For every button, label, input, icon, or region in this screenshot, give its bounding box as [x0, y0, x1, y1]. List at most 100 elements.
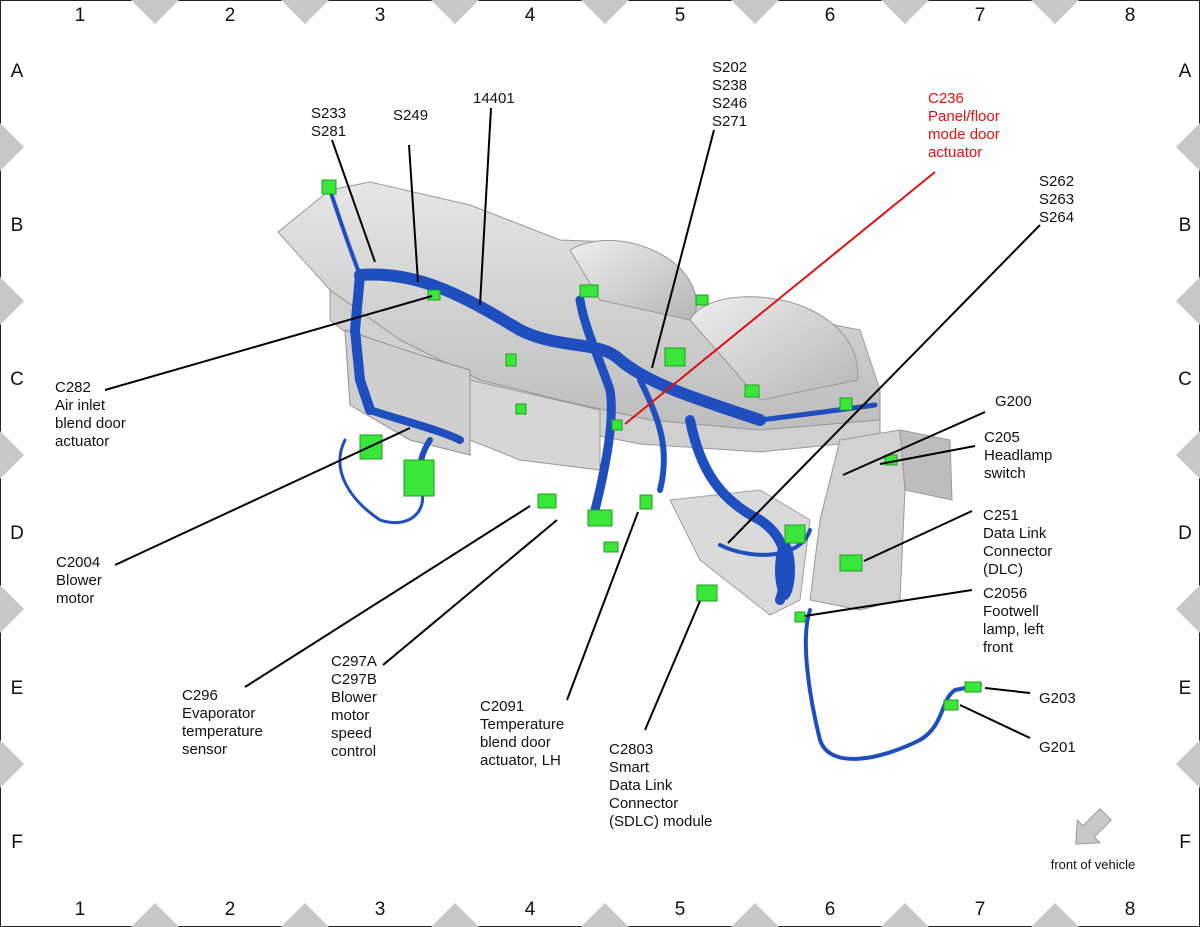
leader-c251	[863, 510, 973, 562]
callout-c205-line: C205	[984, 429, 1020, 446]
callout-s249-line: S249	[393, 107, 428, 124]
callout-c2091-line: actuator, LH	[480, 752, 561, 769]
callout-s202-line: S202	[712, 59, 747, 76]
leader-s262	[727, 224, 1041, 544]
callout-c2004-line: C2004	[56, 554, 100, 571]
leader-14401	[479, 107, 492, 306]
wiring-harness	[328, 188, 982, 761]
callout-s249: S249	[393, 107, 428, 124]
callout-c205-line: switch	[984, 465, 1026, 482]
grid-col-bottom-6: 6	[825, 899, 836, 920]
grid-row-left-A: A	[11, 61, 24, 82]
leader-s202	[651, 129, 715, 369]
callout-c2091-line: C2091	[480, 698, 524, 715]
grid-marker-left-1	[0, 277, 24, 325]
grid-marker-bottom-2	[431, 903, 479, 927]
grid-col-bottom-2: 2	[225, 899, 236, 920]
callout-s233-line: S281	[311, 123, 346, 140]
callout-c236-line: actuator	[928, 144, 982, 161]
grid-row-right-A: A	[1179, 61, 1192, 82]
leader-c296	[244, 505, 531, 688]
grid-marker-right-3	[1176, 585, 1200, 633]
grid-col-bottom-4: 4	[525, 899, 536, 920]
connector-radio	[744, 384, 760, 398]
hvac-housing	[469, 379, 601, 471]
grid-row-left-E: E	[11, 678, 24, 699]
grid-marker-right-0	[1176, 123, 1200, 171]
grid-row-right-C: C	[1178, 369, 1192, 390]
callout-c282-line: Air inlet	[55, 397, 106, 414]
callout-g203: G203	[1039, 690, 1076, 707]
connector-s202	[579, 284, 599, 298]
connector-g203	[964, 681, 982, 693]
callout-c251-line: Data Link	[983, 525, 1047, 542]
leader-s249	[408, 144, 419, 283]
callout-c282-line: actuator	[55, 433, 109, 450]
connector-c2056	[794, 611, 806, 623]
grid-marker-top-6	[1031, 0, 1079, 24]
connector-lower	[603, 541, 619, 553]
harness-footwell-tail	[803, 608, 982, 761]
callout-c2803-line: Connector	[609, 795, 678, 812]
grid-row-left-F: F	[11, 832, 23, 853]
callout-c296-line: sensor	[182, 741, 227, 758]
callout-s262-line: S263	[1039, 191, 1074, 208]
callout-c2056-line: Footwell	[983, 603, 1039, 620]
connector-c251	[839, 554, 863, 572]
leader-lines	[104, 107, 1041, 739]
callout-c2091-line: Temperature	[480, 716, 564, 733]
connector-g201	[943, 699, 959, 711]
leader-c2056	[804, 589, 973, 617]
callout-c2056-line: C2056	[983, 585, 1027, 602]
grid-marker-bottom-1	[281, 903, 329, 927]
hvac-box	[344, 329, 471, 456]
leader-g201	[959, 704, 1031, 739]
callout-c236-line: mode door	[928, 126, 1000, 143]
callout-c297-line: control	[331, 743, 376, 760]
grid-marker-top-0	[131, 0, 179, 24]
leader-c282	[104, 295, 433, 391]
callout-c251-line: C251	[983, 507, 1019, 524]
grid-row-left-C: C	[10, 369, 24, 390]
callout-c2803-line: C2803	[609, 741, 653, 758]
callout-g200-line: G200	[995, 393, 1032, 410]
connector-c297	[587, 509, 613, 527]
grid-marker-left-4	[0, 740, 24, 788]
connector-mid	[515, 403, 527, 415]
leader-s233	[331, 139, 376, 263]
harness-temp-branch	[637, 377, 667, 493]
grid-marker-right-2	[1176, 431, 1200, 479]
callout-c296-line: C296	[182, 687, 218, 704]
callout-c2803-line: (SDLC) module	[609, 813, 712, 830]
callout-c297-line: speed	[331, 725, 372, 742]
grid-marker-right-4	[1176, 740, 1200, 788]
connector-c296	[537, 493, 557, 509]
callout-s202-line: S271	[712, 113, 747, 130]
callout-p14401-line: 14401	[473, 90, 515, 107]
harness-left-loop	[350, 270, 375, 415]
harness-grommet	[775, 540, 795, 600]
grid-col-top-8: 8	[1125, 5, 1136, 26]
callout-s262-line: S264	[1039, 209, 1074, 226]
callout-c236-line: Panel/floor	[928, 108, 1000, 125]
connector-top	[321, 179, 337, 195]
leader-c2091	[566, 511, 639, 701]
callout-c2004-line: motor	[56, 590, 94, 607]
connector-center-cluster	[664, 347, 686, 367]
harness-blower-pigtail	[338, 438, 425, 525]
arrow-icon	[1075, 808, 1112, 845]
callout-c2091-line: blend door	[480, 734, 551, 751]
leader-c236	[624, 171, 936, 425]
grid-marker-left-0	[0, 123, 24, 171]
